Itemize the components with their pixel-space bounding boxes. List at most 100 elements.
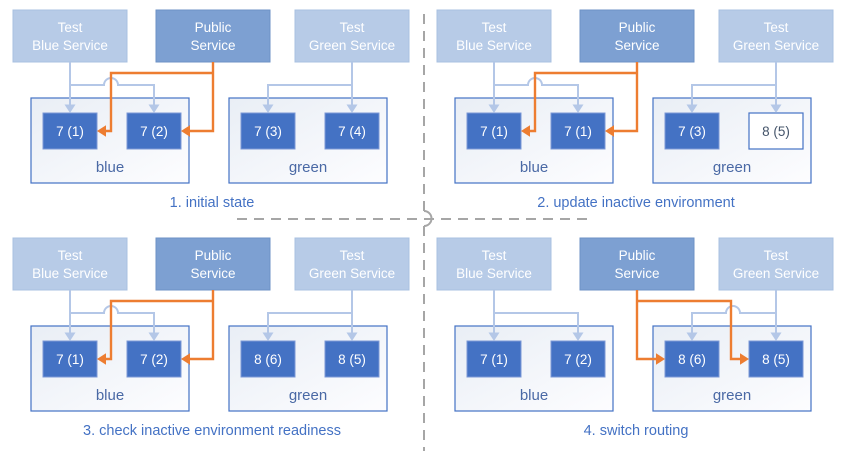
test-green-service-label-line1: Test <box>764 20 789 35</box>
test-blue-service-label-line1: Test <box>482 20 507 35</box>
test-blue-service-label-line2: Blue Service <box>32 38 108 53</box>
public-service-label-line2: Service <box>614 38 659 53</box>
test-green-service-label-line1: Test <box>340 248 365 263</box>
quadrant-caption: 3. check inactive environment readiness <box>83 423 341 439</box>
arrowhead-left-icon <box>605 125 614 137</box>
public-service-label-line2: Service <box>190 38 235 53</box>
quadrant-2-update-inactive-environment: Test Blue Service Public Service Test Gr… <box>436 9 834 211</box>
quadrant-caption: 2. update inactive environment <box>537 195 735 211</box>
public-service-box <box>579 9 695 63</box>
pod-blue-2 <box>550 112 606 150</box>
test-green-service-box <box>294 237 410 291</box>
arrowhead-left-icon <box>97 353 106 365</box>
test-blue-service-label-line2: Blue Service <box>456 266 532 281</box>
test-green-route-branch <box>691 84 776 105</box>
arrowhead-down-icon <box>346 332 358 341</box>
pod-blue-1-label: 7 (1) <box>56 352 84 367</box>
public-service-label-line2: Service <box>614 266 659 281</box>
arrowhead-down-icon <box>488 332 500 341</box>
test-blue-service-label-line1: Test <box>58 248 83 263</box>
arrowhead-left-icon <box>521 125 530 137</box>
pod-green-1 <box>664 112 720 150</box>
public-service-label-line2: Service <box>190 266 235 281</box>
test-green-service-box <box>718 237 834 291</box>
test-blue-service-label-line1: Test <box>58 20 83 35</box>
pod-blue-2-label: 7 (2) <box>140 124 168 139</box>
test-green-route-branch <box>267 84 352 105</box>
test-blue-route-branch <box>494 312 579 333</box>
arrowhead-down-icon <box>770 104 782 113</box>
arrowhead-left-icon <box>181 353 190 365</box>
blue-environment-label: blue <box>96 387 124 404</box>
test-blue-service-box <box>436 237 552 291</box>
public-service-box <box>155 237 271 291</box>
test-blue-service-box <box>12 9 128 63</box>
arrowhead-down-icon <box>572 332 584 341</box>
arrowhead-down-icon <box>148 104 160 113</box>
public-route-line <box>190 62 215 133</box>
test-blue-service-label-line2: Blue Service <box>32 266 108 281</box>
test-green-service-label-line2: Green Service <box>309 266 395 281</box>
pod-green-2-label: 7 (4) <box>338 124 366 139</box>
green-environment-label: green <box>713 159 751 176</box>
public-service-label-line1: Public <box>195 248 232 263</box>
pod-blue-2 <box>550 340 606 378</box>
quadrant-1-initial-state: Test Blue Service Public Service Test Gr… <box>12 9 410 211</box>
public-route-line <box>614 62 639 133</box>
pod-blue-1-label: 7 (1) <box>56 124 84 139</box>
arrowhead-down-icon <box>488 104 500 113</box>
blue-environment-label: blue <box>520 159 548 176</box>
test-green-service-box <box>718 9 834 63</box>
pod-blue-2-label: 7 (2) <box>140 352 168 367</box>
pod-green-1 <box>240 340 296 378</box>
public-service-label-line1: Public <box>619 20 656 35</box>
test-green-service-label-line2: Green Service <box>733 266 819 281</box>
public-route-branch <box>637 299 740 361</box>
test-green-service-label-line1: Test <box>340 20 365 35</box>
arrowhead-left-icon <box>97 125 106 137</box>
test-blue-service-box <box>12 237 128 291</box>
arrowhead-down-icon <box>686 104 698 113</box>
pod-green-2-label: 8 (5) <box>762 352 790 367</box>
arrowhead-down-icon <box>64 332 76 341</box>
quadrant-caption: 1. initial state <box>170 195 255 211</box>
green-environment-label: green <box>713 387 751 404</box>
pod-blue-2-label: 7 (1) <box>564 124 592 139</box>
public-route-branch <box>106 299 213 361</box>
public-route-branch <box>530 71 637 133</box>
public-service-box <box>579 237 695 291</box>
test-green-service-label-line2: Green Service <box>733 38 819 53</box>
arrowhead-down-icon <box>346 104 358 113</box>
pod-blue-2-label: 7 (2) <box>564 352 592 367</box>
arrowhead-down-icon <box>686 332 698 341</box>
pod-green-1-label: 7 (3) <box>254 124 282 139</box>
test-blue-service-label-line1: Test <box>482 248 507 263</box>
public-service-label-line1: Public <box>619 248 656 263</box>
pod-green-1-label: 7 (3) <box>678 124 706 139</box>
blue-environment-label: blue <box>520 387 548 404</box>
public-service-label-line1: Public <box>195 20 232 35</box>
quadrant-caption: 4. switch routing <box>584 423 689 439</box>
quadrant-4-switch-routing: Test Blue Service Public Service Test Gr… <box>436 237 834 439</box>
pod-green-2-label: 8 (5) <box>762 124 790 139</box>
pod-green-2 <box>324 112 380 150</box>
arrowhead-left-icon <box>181 125 190 137</box>
arrowhead-right-icon <box>656 353 665 365</box>
arrowhead-down-icon <box>64 104 76 113</box>
test-green-service-box <box>294 9 410 63</box>
quadrant-3-check-inactive-environment-readiness: Test Blue Service Public Service Test Gr… <box>12 237 410 439</box>
pod-blue-1 <box>466 340 522 378</box>
arrowhead-down-icon <box>262 332 274 341</box>
green-environment-label: green <box>289 387 327 404</box>
pod-blue-1-label: 7 (1) <box>480 124 508 139</box>
public-service-box <box>155 9 271 63</box>
pod-blue-1 <box>42 340 98 378</box>
arrowhead-right-icon <box>740 353 749 365</box>
pod-blue-2 <box>126 340 182 378</box>
public-route-line <box>190 290 215 361</box>
pod-green-1 <box>664 340 720 378</box>
test-green-service-label-line2: Green Service <box>309 38 395 53</box>
arrowhead-down-icon <box>572 104 584 113</box>
green-environment-label: green <box>289 159 327 176</box>
